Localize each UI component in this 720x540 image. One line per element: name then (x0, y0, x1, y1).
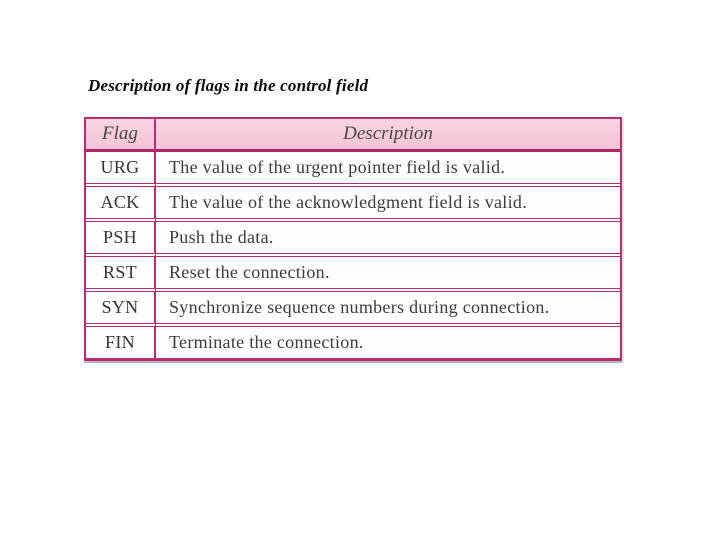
description-cell: Terminate the connection. (156, 323, 620, 358)
flag-cell: RST (86, 253, 156, 288)
flag-cell: SYN (86, 288, 156, 323)
flag-cell: PSH (86, 218, 156, 253)
description-cell: Reset the connection. (156, 253, 620, 288)
table-row: SYN Synchronize sequence numbers during … (86, 288, 620, 323)
table-row: FIN Terminate the connection. (86, 323, 620, 358)
table-row: ACK The value of the acknowledgment fiel… (86, 183, 620, 218)
description-cell: The value of the urgent pointer field is… (156, 152, 620, 183)
table-row: PSH Push the data. (86, 218, 620, 253)
description-cell: Push the data. (156, 218, 620, 253)
description-cell: The value of the acknowledgment field is… (156, 183, 620, 218)
flags-table: Flag Description URG The value of the ur… (84, 117, 622, 361)
table-row: RST Reset the connection. (86, 253, 620, 288)
flags-table-container: Flag Description URG The value of the ur… (84, 117, 622, 361)
page-title: Description of flags in the control fiel… (88, 76, 369, 95)
table-header-row: Flag Description (86, 119, 620, 152)
flag-cell: ACK (86, 183, 156, 218)
description-cell: Synchronize sequence numbers during conn… (156, 288, 620, 323)
column-header-description: Description (156, 119, 620, 152)
flag-cell: FIN (86, 323, 156, 358)
table-row: URG The value of the urgent pointer fiel… (86, 152, 620, 183)
flag-cell: URG (86, 152, 156, 183)
column-header-flag: Flag (86, 119, 156, 152)
